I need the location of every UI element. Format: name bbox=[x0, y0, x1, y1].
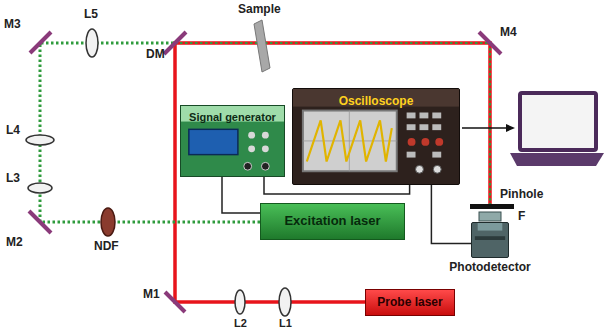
part-label: M3 bbox=[4, 18, 21, 31]
photodetector-box: Photodetector bbox=[471, 222, 509, 258]
part-label: M2 bbox=[6, 236, 23, 249]
data-arrow bbox=[462, 127, 508, 129]
part-label: DM bbox=[146, 48, 165, 61]
node-label: Oscilloscope bbox=[339, 95, 414, 109]
part-label: L1 bbox=[279, 317, 292, 329]
mirror bbox=[165, 292, 185, 312]
laptop-base bbox=[510, 153, 604, 166]
oscilloscope-box: Oscilloscope bbox=[292, 88, 460, 185]
lens bbox=[279, 288, 291, 316]
laser-box: Excitation laser bbox=[260, 203, 405, 240]
part-label: M1 bbox=[143, 288, 160, 301]
pinhole-plate bbox=[470, 204, 514, 209]
part-label: L5 bbox=[84, 8, 98, 21]
node-label: Probe laser bbox=[377, 296, 442, 310]
signal-wire bbox=[431, 185, 471, 244]
optical-filter bbox=[479, 212, 501, 221]
node-label: Excitation laser bbox=[284, 214, 380, 229]
part-label: L4 bbox=[6, 124, 20, 137]
lens bbox=[28, 183, 52, 193]
arrow-head bbox=[506, 124, 515, 132]
mirror bbox=[29, 211, 51, 233]
lens bbox=[26, 135, 54, 145]
mirror bbox=[479, 32, 501, 54]
part-label: NDF bbox=[94, 240, 119, 253]
mirror bbox=[30, 32, 51, 53]
sample-plate bbox=[254, 20, 270, 72]
signal-wire bbox=[222, 177, 260, 213]
signal-generator-box: Signal generator bbox=[180, 105, 285, 177]
lens bbox=[235, 290, 245, 314]
node-label: Signal generator bbox=[189, 111, 276, 124]
probe-beam bbox=[175, 43, 490, 302]
laser-box: Probe laser bbox=[365, 289, 455, 316]
part-label: M4 bbox=[500, 26, 517, 39]
lens bbox=[86, 29, 98, 57]
part-label: L3 bbox=[6, 172, 20, 185]
laptop-screen bbox=[520, 93, 596, 150]
part-label: Sample bbox=[238, 3, 281, 16]
nd-filter bbox=[101, 208, 115, 236]
part-label: L2 bbox=[234, 317, 247, 329]
part-label: Pinhole bbox=[500, 188, 543, 201]
dichroic-mirror bbox=[164, 32, 186, 54]
part-label: F bbox=[518, 210, 525, 223]
node-label: Photodetector bbox=[449, 261, 530, 275]
detector-body bbox=[472, 223, 508, 257]
excitation-beam bbox=[40, 43, 260, 222]
